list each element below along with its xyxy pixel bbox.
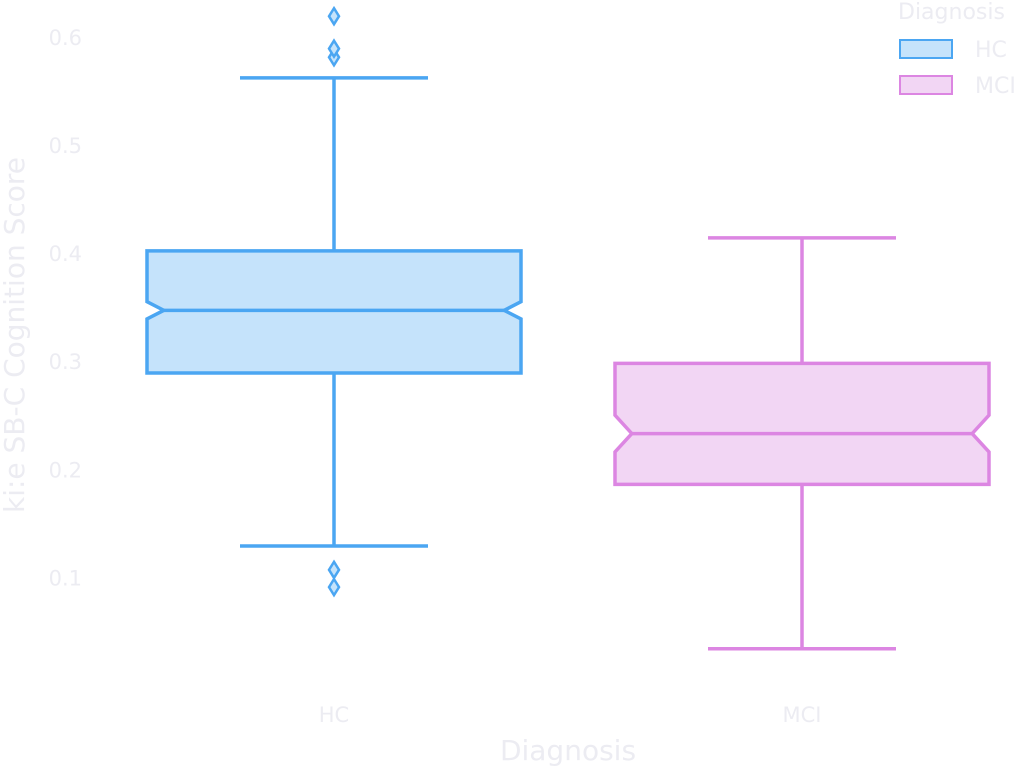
y-axis-ticks: 0.1 0.2 0.3 0.4 0.5 0.6 <box>49 26 82 591</box>
box-hc <box>145 5 523 598</box>
y-tick-label: 0.6 <box>49 26 82 50</box>
x-axis-title: Diagnosis <box>500 734 636 767</box>
legend-title: Diagnosis <box>898 0 1005 25</box>
y-tick-label: 0.2 <box>49 458 82 482</box>
outlier-point <box>327 576 341 598</box>
outlier-point <box>327 5 341 27</box>
y-tick-label: 0.5 <box>49 134 82 158</box>
y-tick-label: 0.1 <box>49 566 82 590</box>
y-axis-title: ki:e SB-C Cognition Score <box>0 157 31 513</box>
legend-label-mci: MCI <box>975 74 1016 99</box>
notched-box <box>613 361 991 487</box>
y-tick-label: 0.3 <box>49 350 82 374</box>
legend-swatch-hc <box>899 39 953 59</box>
legend: Diagnosis HC MCI <box>898 0 1016 99</box>
x-tick-label: MCI <box>783 703 822 727</box>
outlier-point <box>327 38 341 60</box>
legend-label-hc: HC <box>975 38 1007 63</box>
box-mci <box>613 236 991 651</box>
x-axis-ticks: HC MCI <box>319 703 822 727</box>
box-series-group <box>145 5 991 651</box>
x-tick-label: HC <box>319 703 349 727</box>
y-tick-label: 0.4 <box>49 242 82 266</box>
outlier-point <box>327 559 341 581</box>
legend-swatch-mci <box>899 75 953 95</box>
